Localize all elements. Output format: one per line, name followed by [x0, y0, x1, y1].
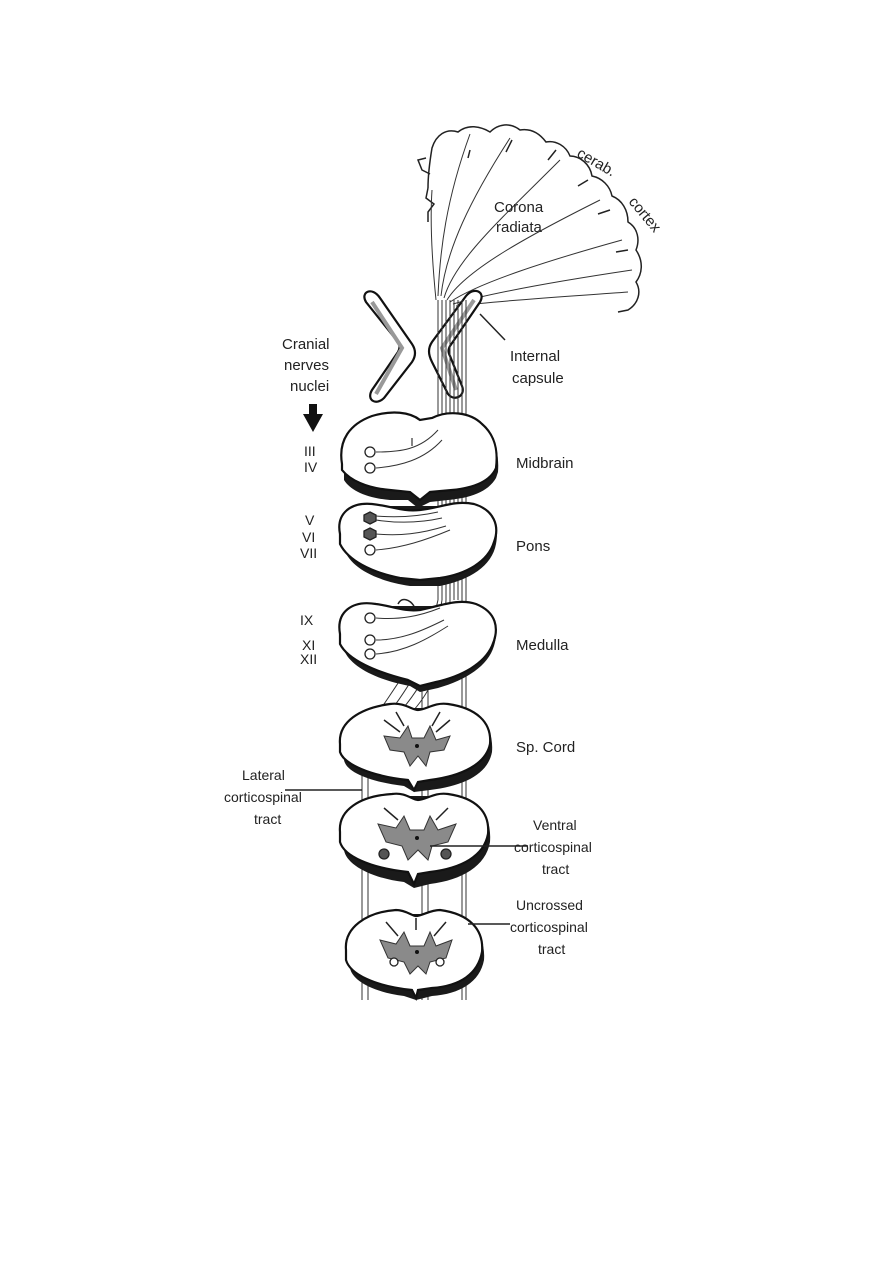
nerve-label-iii: III	[304, 443, 316, 459]
nerve-label-xii: XII	[300, 651, 317, 667]
corona-radiata-label-line1: Corona	[494, 199, 544, 216]
cranial-nerves-label-line1: Cranial	[282, 336, 330, 353]
leader-lines	[285, 789, 528, 925]
ventral-tract-label-line1: Ventral	[533, 817, 577, 833]
pons-section	[338, 501, 498, 586]
cranial-nerves-label-line2: nerves	[284, 357, 329, 374]
pons-label: Pons	[516, 538, 550, 555]
corona-radiata-label-line2: radiata	[496, 219, 543, 236]
nucleus-vi	[363, 527, 377, 541]
nucleus-ix	[364, 612, 376, 624]
lateral-tract-label-line3: tract	[254, 811, 281, 827]
midbrain-label: Midbrain	[516, 455, 574, 472]
nucleus-xi	[364, 634, 376, 646]
uncrossed-tract-label-line3: tract	[538, 941, 565, 957]
internal-capsule-label-line2: capsule	[512, 370, 564, 387]
cranial-nerves-label-line3: nuclei	[290, 378, 329, 395]
nerve-label-ix: IX	[300, 612, 314, 628]
nucleus-v	[363, 511, 377, 525]
nerve-label-vii: VII	[300, 545, 317, 561]
nucleus-xii	[364, 648, 376, 660]
down-arrow-icon	[303, 404, 323, 432]
cortex-label-line2: cortex	[625, 194, 665, 237]
ventral-tract-label-line2: corticospinal	[514, 839, 592, 855]
nerve-label-vi: VI	[302, 529, 315, 545]
spinal-cord-lower-section	[344, 908, 485, 1002]
spinal-cord-upper-section	[338, 702, 493, 793]
midbrain-section	[340, 411, 499, 508]
lateral-tract-label-line1: Lateral	[242, 767, 285, 783]
medulla-label: Medulla	[516, 637, 569, 654]
uncrossed-tract-label-line1: Uncrossed	[516, 897, 583, 913]
medulla-section	[338, 598, 497, 692]
spinal-cord-middle-section	[338, 792, 491, 888]
nucleus-iv	[364, 462, 376, 474]
uncrossed-tract-label-line2: corticospinal	[510, 919, 588, 935]
cerebral-cortex	[416, 124, 642, 313]
internal-capsule	[363, 289, 506, 403]
nerve-label-v: V	[305, 512, 315, 528]
ventral-tract-label-line3: tract	[542, 861, 569, 877]
spinal-cord-label: Sp. Cord	[516, 739, 575, 756]
nucleus-vii	[364, 544, 376, 556]
nerve-label-xi: XI	[302, 637, 315, 653]
lateral-tract-label-line2: corticospinal	[224, 789, 302, 805]
nerve-label-iv: IV	[304, 459, 318, 475]
internal-capsule-label-line1: Internal	[510, 348, 560, 365]
nucleus-iii	[364, 446, 376, 458]
cortex-label-line1: cerab.	[574, 145, 619, 181]
